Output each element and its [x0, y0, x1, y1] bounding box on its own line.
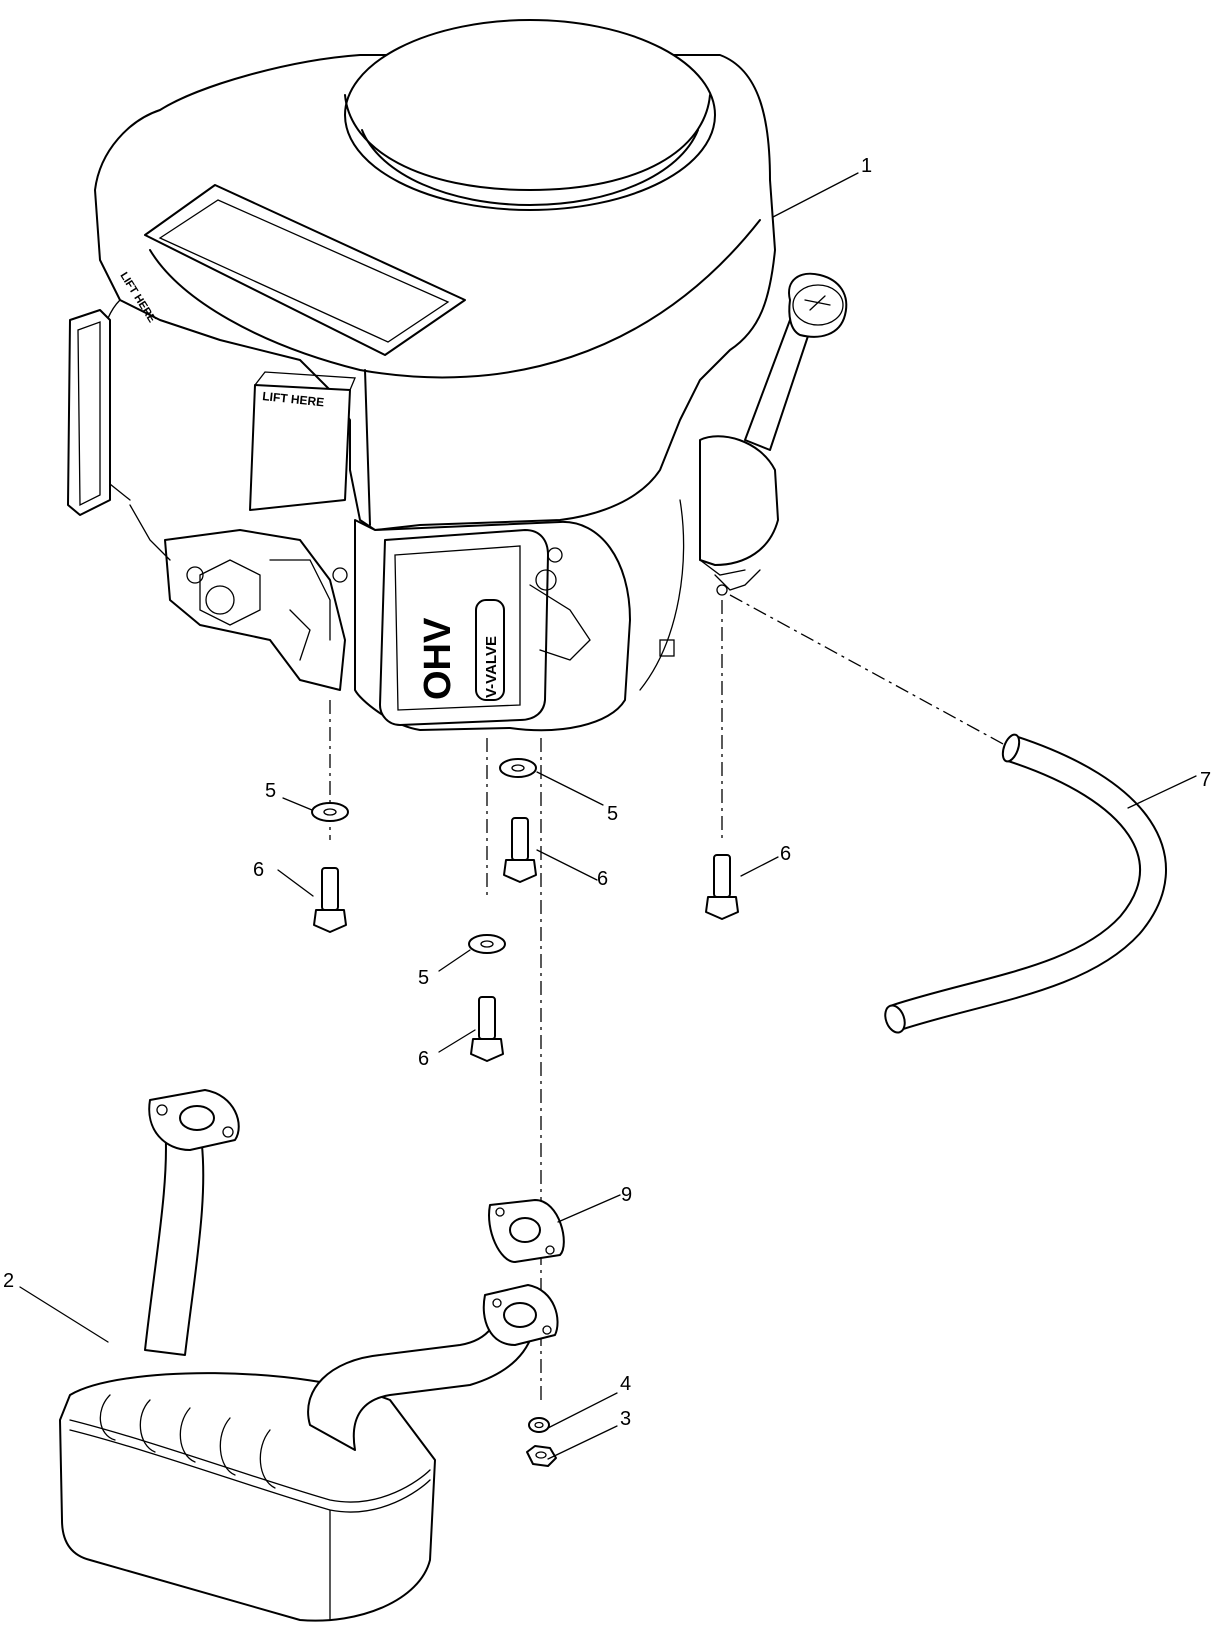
callout-5: 5	[265, 780, 276, 802]
lock-washer	[528, 1417, 550, 1433]
valve-cover-vvalve-text: V-VALVE	[483, 636, 500, 698]
callout-3: 3	[620, 1408, 631, 1430]
muffler	[59, 1089, 559, 1622]
exhaust-gasket	[488, 1199, 565, 1263]
callout-6: 6	[780, 843, 791, 865]
hex-bolt	[503, 817, 537, 883]
engine-assembly: LIFT HERE LIFT HERE OHV V-VALVE	[67, 19, 848, 732]
washer	[311, 802, 349, 822]
starter-housing	[699, 435, 779, 566]
hex-nut	[526, 1445, 557, 1467]
lift-here-label-side: LIFT HERE	[262, 389, 325, 409]
valve-cover	[379, 529, 549, 726]
callout-leaders	[19, 172, 1197, 1460]
air-filter-housing	[67, 309, 111, 516]
v-valve-badge	[475, 599, 505, 701]
carburetor-linkage	[164, 529, 346, 691]
engine-top-cap	[344, 19, 716, 211]
callout-4: 4	[620, 1373, 631, 1395]
callout-5: 5	[418, 967, 429, 989]
fuel-hose	[884, 733, 1167, 1034]
callout-6: 6	[253, 859, 264, 881]
lift-handle-side	[249, 384, 351, 511]
air-vent-panel	[144, 184, 466, 356]
washer	[499, 758, 537, 778]
callout-5: 5	[607, 803, 618, 825]
callout-6: 6	[597, 868, 608, 890]
oil-fill-cap	[788, 272, 848, 338]
callout-6: 6	[418, 1048, 429, 1070]
hex-bolt	[313, 867, 347, 933]
callout-9: 9	[621, 1184, 632, 1206]
valve-cover-ohv-text: OHV	[417, 617, 459, 700]
callout-1: 1	[861, 155, 872, 177]
callout-2: 2	[3, 1270, 14, 1292]
callout-labels: 1 2 3 4 5 5 5 6 6 6 6 7 9	[3, 155, 1211, 1430]
callout-7: 7	[1200, 769, 1211, 791]
dipstick-tube	[744, 319, 811, 451]
washer	[468, 934, 506, 954]
hex-bolt	[470, 996, 504, 1062]
hex-bolt	[705, 854, 739, 920]
